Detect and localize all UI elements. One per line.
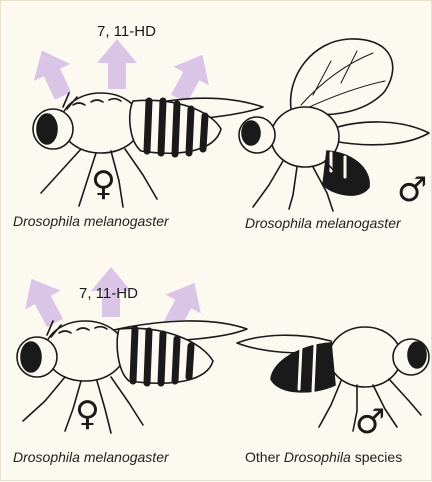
male-symbol-top: ♂ bbox=[397, 173, 427, 207]
caption-top-right: Drosophila melanogaster bbox=[245, 215, 401, 231]
male-symbol-bottom: ♂ bbox=[355, 405, 385, 439]
caption-bottom-right-suffix: species bbox=[355, 449, 402, 465]
compound-label-top: 7, 11-HD bbox=[97, 23, 156, 40]
compound-label-bottom: 7, 11-HD bbox=[79, 285, 138, 302]
caption-bottom-right-genus: Drosophila bbox=[284, 449, 351, 465]
caption-top-left: Drosophila melanogaster bbox=[13, 213, 169, 229]
female-fly-bottom bbox=[17, 321, 247, 433]
caption-bottom-left: Drosophila melanogaster bbox=[13, 449, 169, 465]
female-symbol-top: ♀ bbox=[91, 167, 116, 201]
caption-bottom-right: Other Drosophila species bbox=[245, 449, 402, 465]
pheromone-arrow bbox=[24, 42, 81, 104]
pheromone-arrow bbox=[14, 269, 73, 332]
pheromone-arrow bbox=[97, 39, 137, 89]
female-fly-top bbox=[33, 93, 263, 207]
male-fly-bottom bbox=[237, 327, 429, 431]
female-symbol-bottom: ♀ bbox=[75, 397, 100, 431]
caption-bottom-right-prefix: Other bbox=[245, 449, 280, 465]
